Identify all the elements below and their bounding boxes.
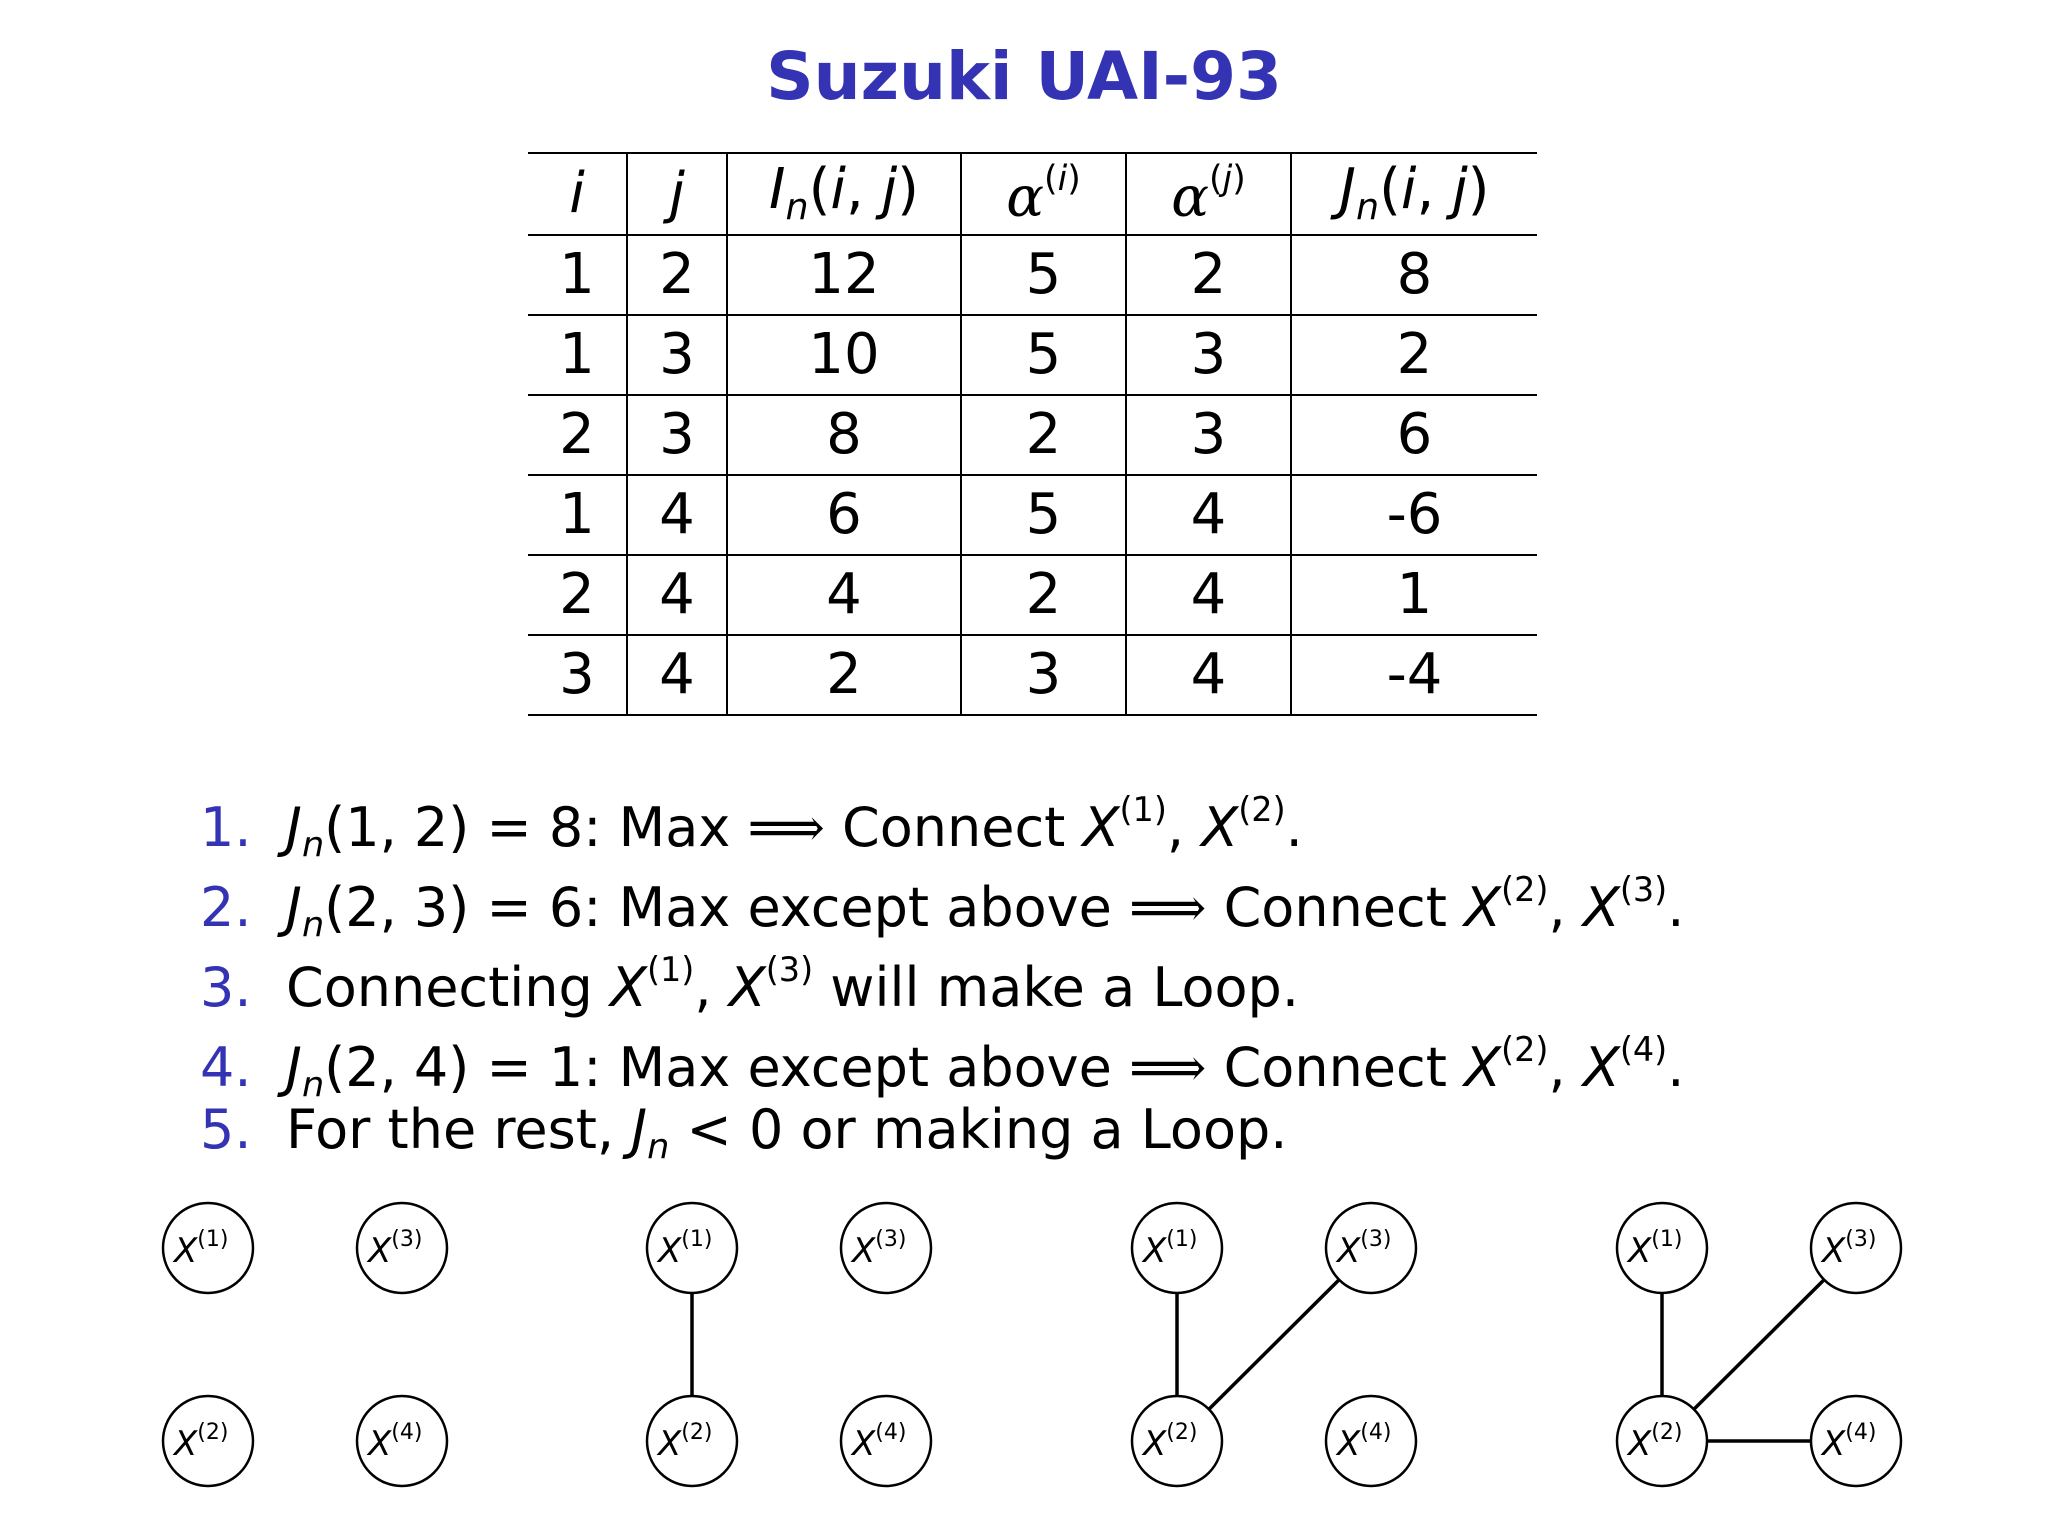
- cell: 4: [726, 555, 961, 636]
- cell: 1: [528, 235, 627, 316]
- table-header-row: i j In(i, j) α(i) α(j) Jn(i, j): [528, 152, 1537, 236]
- list-item: 2.Jn(2, 3) = 6: Max except above ⟹ Conne…: [200, 850, 1684, 946]
- cell: 12: [726, 235, 961, 316]
- cell: 3: [626, 395, 727, 476]
- table-row: 2 4 4 2 4 1: [528, 555, 1537, 636]
- cell: 5: [960, 235, 1126, 316]
- cell: -4: [1290, 635, 1537, 716]
- cell: 4: [1125, 555, 1291, 636]
- cell: -6: [1290, 475, 1537, 556]
- graph-node: X(3): [1809, 1201, 1903, 1295]
- step-number: 4.: [200, 1036, 252, 1100]
- step-text: Connect: [824, 796, 1083, 860]
- slide-title: Suzuki UAI-93: [766, 38, 1282, 115]
- header-alpha-j: α(j): [1125, 152, 1291, 236]
- cell: 3: [528, 635, 627, 716]
- step-number: 1.: [200, 796, 252, 860]
- graph-node: X(3): [1324, 1201, 1418, 1295]
- cell: 3: [1125, 315, 1291, 396]
- graph-edge: [1207, 1278, 1341, 1411]
- cell: 6: [1290, 395, 1537, 476]
- graph-node: X(2): [645, 1394, 739, 1488]
- graph-node: X(2): [1130, 1394, 1224, 1488]
- cell: 4: [1125, 635, 1291, 716]
- list-item: 5.For the rest, Jn < 0 or making a Loop.: [200, 1090, 1684, 1170]
- table-row: 1 3 10 5 3 2: [528, 315, 1537, 396]
- step-text: < 0 or making a Loop.: [669, 1098, 1288, 1161]
- cell: 3: [960, 635, 1126, 716]
- graph-node: X(4): [839, 1394, 933, 1488]
- graph-node: X(2): [1615, 1394, 1709, 1488]
- step-text: (2, 4) = 1: Max except above: [324, 1036, 1130, 1100]
- step-number: 3.: [200, 956, 252, 1020]
- cell: 5: [960, 315, 1126, 396]
- cell: 5: [960, 475, 1126, 556]
- graph-panel-4: X(1) X(2) X(3) X(4): [1615, 1201, 1903, 1488]
- graph-panel-2: X(1) X(2) X(3) X(4): [645, 1201, 933, 1488]
- cell: 4: [1125, 475, 1291, 556]
- list-item: 4.Jn(2, 4) = 1: Max except above ⟹ Conne…: [200, 1010, 1684, 1106]
- cell: 2: [626, 235, 727, 316]
- cell: 8: [726, 395, 961, 476]
- graph-panel-1: X(1) X(2) X(3) X(4): [161, 1201, 449, 1488]
- step-text: (2, 3) = 6: Max except above: [324, 876, 1130, 940]
- step-text: (1, 2) = 8: Max: [324, 796, 748, 860]
- mutual-information-table: i j In(i, j) α(i) α(j) Jn(i, j) 1 2 12 5…: [528, 152, 1537, 716]
- list-item: 1.Jn(1, 2) = 8: Max ⟹ Connect X(1), X(2)…: [200, 770, 1684, 866]
- cell: 2: [528, 395, 627, 476]
- step-number: 5.: [200, 1098, 252, 1161]
- cell: 2: [1125, 235, 1291, 316]
- graph-panel-3: X(1) X(2) X(3) X(4): [1130, 1201, 1418, 1488]
- cell: 4: [626, 635, 727, 716]
- cell: 10: [726, 315, 961, 396]
- graph-node: X(3): [839, 1201, 933, 1295]
- header-j: j: [626, 152, 727, 236]
- table-row: 1 2 12 5 2 8: [528, 235, 1537, 316]
- step-text: Connecting: [286, 956, 610, 1020]
- graph-node: X(4): [355, 1394, 449, 1488]
- step-number: 2.: [200, 876, 252, 940]
- cell: 1: [1290, 555, 1537, 636]
- graph-node: X(1): [161, 1201, 255, 1295]
- step-text: Connect: [1206, 1036, 1465, 1100]
- header-alpha-i: α(i): [960, 152, 1126, 236]
- cell: 3: [1125, 395, 1291, 476]
- cell: 1: [528, 475, 627, 556]
- cell: 2: [960, 395, 1126, 476]
- graph-node: X(1): [645, 1201, 739, 1295]
- cell: 2: [1290, 315, 1537, 396]
- header-i: i: [528, 152, 627, 236]
- cell: 3: [626, 315, 727, 396]
- graph-edge: [1692, 1278, 1826, 1411]
- graph-node: X(4): [1809, 1394, 1903, 1488]
- cell: 4: [626, 475, 727, 556]
- graph-node: X(4): [1324, 1394, 1418, 1488]
- table-row: 1 4 6 5 4 -6: [528, 475, 1537, 556]
- header-Jn: Jn(i, j): [1290, 152, 1537, 236]
- cell: 2: [960, 555, 1126, 636]
- table-row: 2 3 8 2 3 6: [528, 395, 1537, 476]
- cell: 2: [528, 555, 627, 636]
- graph-node: X(1): [1130, 1201, 1224, 1295]
- cell: 4: [626, 555, 727, 636]
- cell: 1: [528, 315, 627, 396]
- header-In: In(i, j): [726, 152, 961, 236]
- step-text: For the rest,: [286, 1098, 632, 1161]
- cell: 6: [726, 475, 961, 556]
- step-text: Connect: [1206, 876, 1465, 940]
- list-item: 3.Connecting X(1), X(3) will make a Loop…: [200, 930, 1684, 1019]
- cell: 8: [1290, 235, 1537, 316]
- step-text: will make a Loop.: [813, 956, 1299, 1020]
- graph-node: X(3): [355, 1201, 449, 1295]
- graph-node: X(2): [161, 1394, 255, 1488]
- table-row: 3 4 2 3 4 -4: [528, 635, 1537, 716]
- graph-node: X(1): [1615, 1201, 1709, 1295]
- cell: 2: [726, 635, 961, 716]
- steps-list: 1.Jn(1, 2) = 8: Max ⟹ Connect X(1), X(2)…: [200, 770, 1684, 1170]
